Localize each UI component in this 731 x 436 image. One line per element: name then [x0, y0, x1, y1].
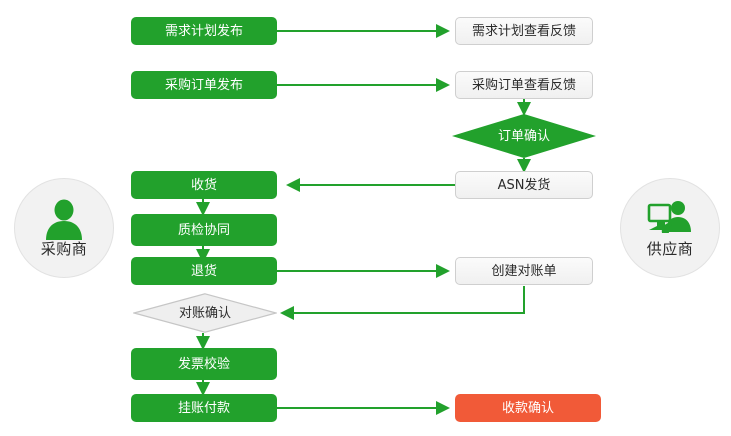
node-purchase-order-publish[interactable]: 采购订单发布 — [131, 71, 277, 99]
actor-supplier-label: 供应商 — [646, 240, 694, 258]
person-icon — [41, 199, 87, 241]
person-at-computer-icon — [647, 199, 693, 241]
node-invoice-check[interactable]: 发票校验 — [131, 348, 277, 380]
actor-buyer-label: 采购商 — [40, 240, 88, 258]
node-receipt-confirm[interactable]: 收款确认 — [455, 394, 601, 422]
node-order-confirm-label: 订单确认 — [497, 128, 550, 144]
node-payable-payment[interactable]: 挂账付款 — [131, 394, 277, 422]
node-statement-confirm[interactable]: 对账确认 — [133, 293, 277, 333]
node-asn-shipment[interactable]: ASN发货 — [455, 171, 593, 199]
node-receive-goods[interactable]: 收货 — [131, 171, 277, 199]
node-return-goods[interactable]: 退货 — [131, 257, 277, 285]
node-create-statement[interactable]: 创建对账单 — [455, 257, 593, 285]
node-demand-plan-feedback[interactable]: 需求计划查看反馈 — [455, 17, 593, 45]
diamond-shape-order-confirm — [452, 114, 596, 158]
actor-supplier: 供应商 — [620, 178, 720, 278]
node-purchase-order-feedback[interactable]: 采购订单查看反馈 — [455, 71, 593, 99]
node-order-confirm[interactable]: 订单确认 — [452, 114, 596, 158]
node-statement-confirm-label: 对账确认 — [178, 305, 231, 321]
actor-buyer: 采购商 — [14, 178, 114, 278]
edge-statement-to-confirm — [280, 286, 525, 320]
diamond-shape-statement-confirm — [133, 293, 277, 333]
node-quality-collaboration[interactable]: 质检协同 — [131, 214, 277, 246]
node-demand-plan-publish[interactable]: 需求计划发布 — [131, 17, 277, 45]
